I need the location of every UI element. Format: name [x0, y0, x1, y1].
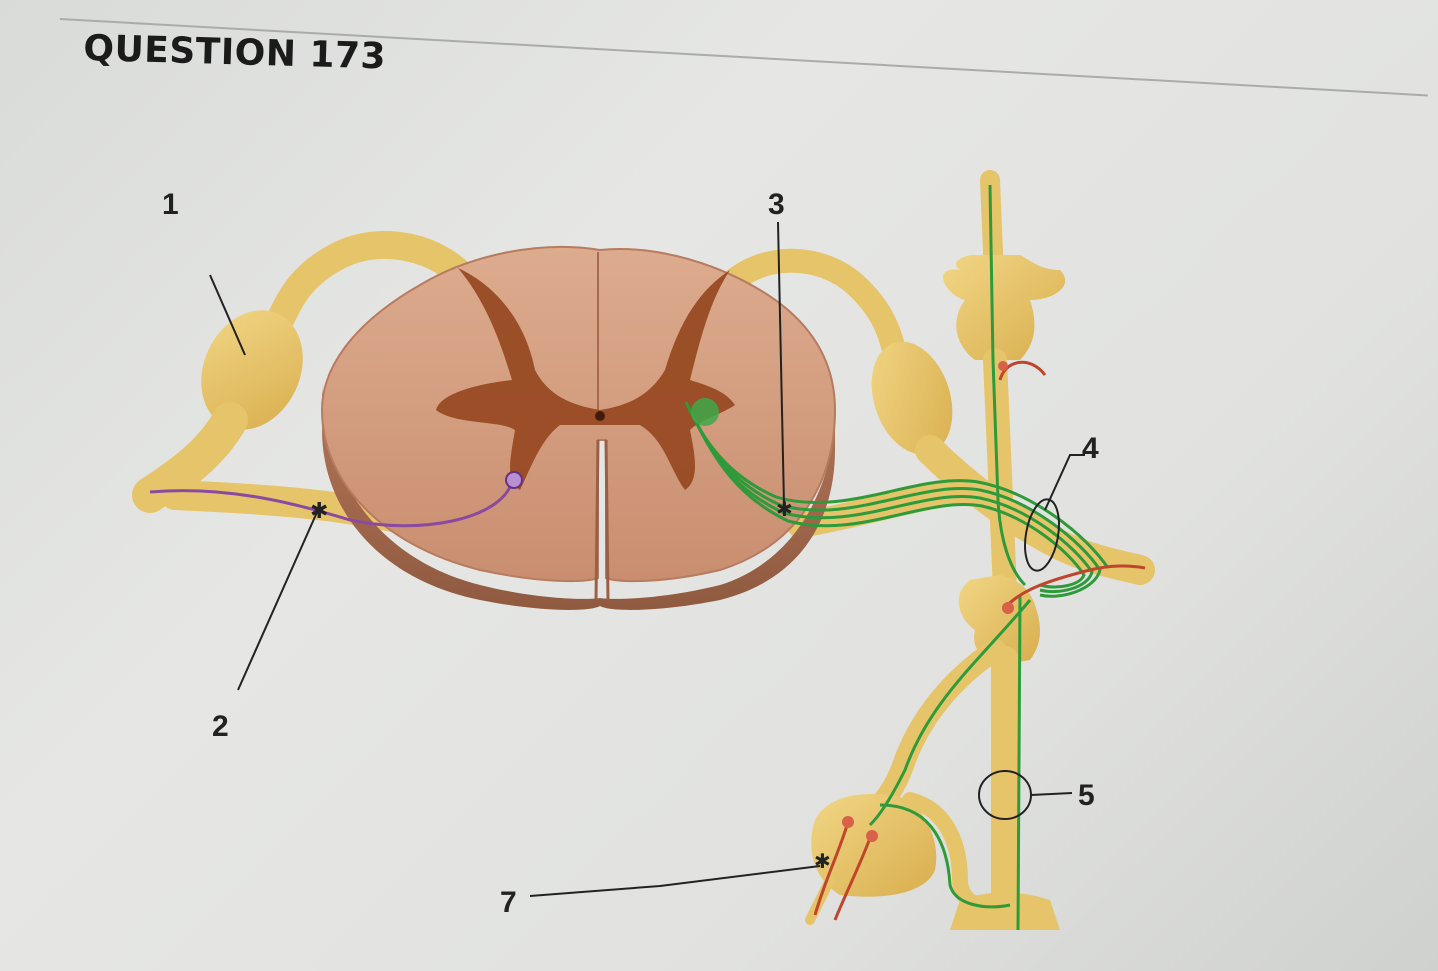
upper-ganglion-synapse [998, 361, 1008, 371]
right-ventral-root [787, 477, 988, 538]
postganglionic-fiber-upper [998, 360, 1047, 381]
left-dorsal-root [266, 231, 484, 334]
label-4: 4 [1082, 432, 1099, 465]
star-marker-2: ✱ [310, 499, 328, 524]
sensory-synapse [505, 471, 523, 489]
collateral-synapse-1 [842, 816, 854, 828]
left-spinal-nerve-trunk [132, 402, 248, 513]
leader-5 [1030, 792, 1073, 796]
leader-7 [529, 865, 821, 897]
marker-stars: ✱ ✱ ✱ [310, 497, 831, 873]
spinal-cord-section [320, 245, 837, 610]
lateral-horn-neurons [691, 398, 719, 426]
central-canal [595, 411, 605, 421]
marker-ring-4 [1024, 498, 1060, 572]
left-dorsal-root-ganglion [201, 310, 303, 430]
upper-chain-ganglion [943, 255, 1066, 360]
gray-matter [436, 268, 735, 490]
sensory-fiber [149, 481, 514, 528]
diagram-labels: 1 2 3 4 5 7 [162, 188, 1099, 919]
label-2: 2 [212, 710, 229, 743]
ascending-fiber [988, 184, 1027, 587]
right-dorsal-root-ganglion [871, 341, 953, 455]
star-marker-7: ✱ [814, 849, 831, 873]
star-marker-3: ✱ [776, 497, 793, 521]
leader-4 [1044, 454, 1085, 511]
right-dorsal-root [708, 248, 907, 367]
leader-1 [209, 274, 246, 356]
preganglionic-bundle [684, 401, 1110, 598]
collateral-loop-fiber [879, 803, 1011, 909]
middle-ganglion-synapse [1002, 602, 1014, 614]
descending-fiber [1016, 594, 1022, 931]
collateral-synapse-2 [866, 830, 878, 842]
ventral-median-fissure [594, 439, 610, 601]
sympathetic-trunk-middle [983, 348, 1017, 602]
postganglionic-fiber-lower-1 [813, 821, 850, 916]
collateral-ganglion [811, 794, 937, 897]
leader-2 [237, 509, 319, 691]
postganglionic-fiber-middle [1003, 564, 1146, 609]
label-3: 3 [768, 188, 785, 221]
label-1: 1 [162, 188, 179, 221]
label-5: 5 [1078, 779, 1095, 812]
label-7: 7 [500, 886, 517, 919]
leader-3 [777, 221, 785, 506]
postganglionic-fiber-lower-2 [833, 837, 872, 921]
splanchnic-fiber [868, 599, 1032, 827]
leader-lines [209, 221, 1085, 897]
nerve-fibers [149, 184, 1146, 931]
